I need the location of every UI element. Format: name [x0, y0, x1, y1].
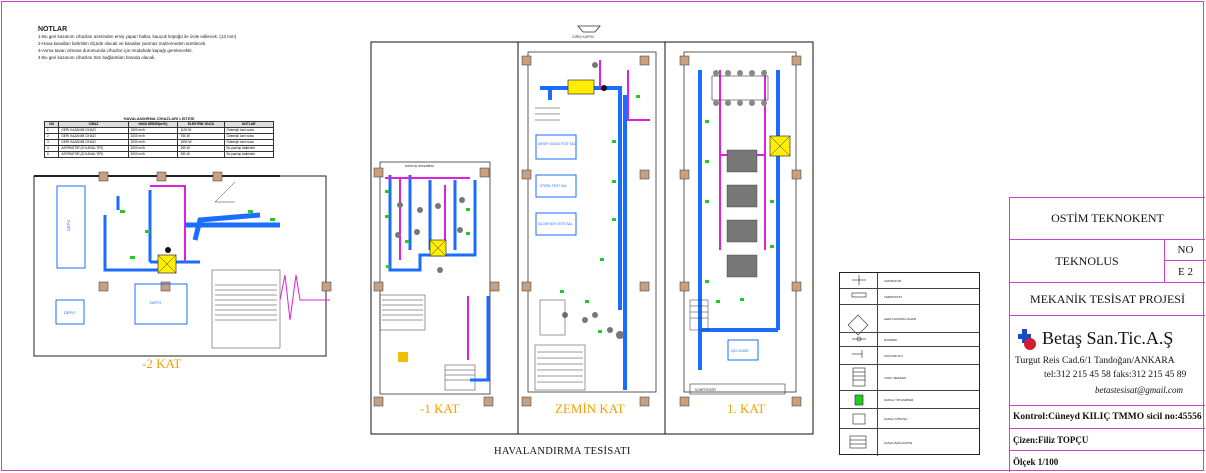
room-label: ÇAY OCAĞI: [731, 348, 749, 353]
notes-title: NOTLAR: [38, 26, 68, 33]
legend-box: ASPİRATÖR TERMOSTAT GERİ KAZANIM CİHAZI …: [839, 272, 980, 456]
project-subject: MEKANİK TESİSAT PROJESİ: [1010, 283, 1205, 316]
drawing-scale: Ölçek 1/100: [1013, 457, 1059, 467]
control-line: Kontrol:Cüneyd KILIÇ TMMO sicil no:45556: [1010, 406, 1205, 429]
plan-ground: GİRİŞ KAPISI DENEY ODASI TEST SAL. STERİ…: [517, 25, 666, 435]
company-logo-icon: [1018, 329, 1036, 350]
plan-first: ÇAY OCAĞI KOMPRESÖR: [664, 41, 814, 435]
sheet-no-label: NO: [1165, 240, 1206, 261]
equipment-table: HAVALANDIRMA CİHAZLARI LİSTESİ NO CİHAZ …: [43, 116, 275, 158]
floor-label-first: 1. KAT: [727, 401, 766, 416]
legend-row: GERİ KAZANIM CİHAZI: [840, 305, 979, 333]
note-line: 3-Asma tavan olmasa durumunda cihazlar i…: [38, 48, 193, 53]
table-cell: 5: [43, 151, 60, 158]
client-name: TEKNOLUS: [1010, 240, 1165, 282]
room-label: STERİL TEST SAL.: [540, 183, 568, 188]
legend-text: KAPALI TİP DAMPER: [884, 397, 914, 402]
plan-basement2: DEPO DEPO DEPO: [33, 171, 332, 357]
legend-row: TERMOSTAT: [840, 289, 979, 305]
legend-row: KANAL DÖNÜŞÜ: [840, 409, 979, 429]
legend-row: ASPİRATÖR: [840, 273, 979, 289]
drawing-title: HAVALANDIRMA TESİSATI: [494, 446, 631, 457]
note-line: 1-Bu geri kazanım cihazları üzerinden em…: [38, 34, 237, 39]
legend-row: KANAL BAĞLANTISI: [840, 429, 979, 456]
legend-text: SUSTURUCU: [884, 353, 903, 358]
legend-row: YATAY MENFEZ: [840, 365, 979, 391]
drawn-by: Çizen:Filiz TOPÇU: [1010, 429, 1205, 451]
door-label: GİRİŞ KAPISI: [572, 34, 594, 39]
note-line: 2-Hava kanalları belirtilen ölçüde olaca…: [38, 41, 207, 46]
room-label: DEPO: [66, 220, 71, 231]
room-label: DEPO: [150, 300, 161, 305]
equipment-table-title: HAVALANDIRMA CİHAZLARI LİSTESİ: [123, 116, 195, 121]
legend-row: DAMPER: [840, 333, 979, 347]
legend-text: ASPİRATÖR: [884, 278, 902, 283]
room-label: GLOVE BOX TEST SAL.: [538, 222, 573, 226]
legend-text: TERMOSTAT: [884, 294, 903, 299]
legend-row: KAPALI TİP DAMPER: [840, 391, 979, 409]
legend-text: GERİ KAZANIM CİHAZI: [884, 316, 917, 321]
table-row: 5 ASPİRATÖR (Zİ.KANAL TİPİ) 2000 m³/h 28…: [43, 151, 275, 158]
room-label: DENEY ODASI TEST SAL.: [538, 142, 577, 146]
company-email: betastesisat@gmail.com: [1095, 385, 1184, 395]
company-block: Betaş San.Tic.A.Ş Turgut Reis Cad.6/1 Ta…: [1010, 316, 1205, 406]
legend-text: YATAY MENFEZ: [884, 375, 907, 380]
legend-text: KANAL BAĞLANTISI: [884, 440, 913, 445]
floor-label-minus2: -2 KAT: [142, 356, 182, 371]
room-label: DEPO: [64, 310, 75, 315]
project-name: OSTİM TEKNOKENT: [1010, 198, 1205, 240]
company-phone: tel:312 215 45 58 faks:312 215 45 89: [1044, 370, 1187, 380]
floor-label-minus1: -1 KAT: [420, 401, 460, 416]
legend-text: KANAL DÖNÜŞÜ: [884, 416, 908, 421]
notes-block: NOTLAR 1-Bu geri kazanım cihazları üzeri…: [38, 26, 236, 61]
client-row: TEKNOLUS NO E 2: [1010, 240, 1206, 283]
table-cell: ASPİRATÖR (Zİ.KANAL TİPİ): [58, 151, 129, 158]
table-row: 2 GERİ KAZANIM CİHAZI 1000 m³/h 750 W Öd…: [43, 133, 275, 140]
floor-label-ground: ZEMİN KAT: [555, 401, 625, 416]
sheet-no-value: E 2: [1178, 266, 1193, 278]
title-block: OSTİM TEKNOKENT TEKNOLUS NO E 2 MEKANİK …: [1009, 197, 1206, 472]
legend-symbols: [847, 275, 869, 449]
legend-row: SUSTURUCU: [840, 347, 979, 365]
table-cell: Bu yazılışı tadbinleri: [223, 151, 275, 158]
room-label: KOMPRESÖR: [695, 388, 716, 392]
plan-basement1: kolona mesafesi: [370, 41, 519, 435]
company-address: Turgut Reis Cad.6/1 Tandoğan/ANKARA: [1015, 356, 1175, 366]
plan-note: kolona mesafesi: [405, 163, 434, 168]
company-name: Betaş San.Tic.A.Ş: [1042, 328, 1174, 348]
note-line: 4-Bu geri kazanım cihazları tüm bağlantı…: [38, 55, 156, 60]
legend-text: DAMPER: [884, 337, 897, 342]
